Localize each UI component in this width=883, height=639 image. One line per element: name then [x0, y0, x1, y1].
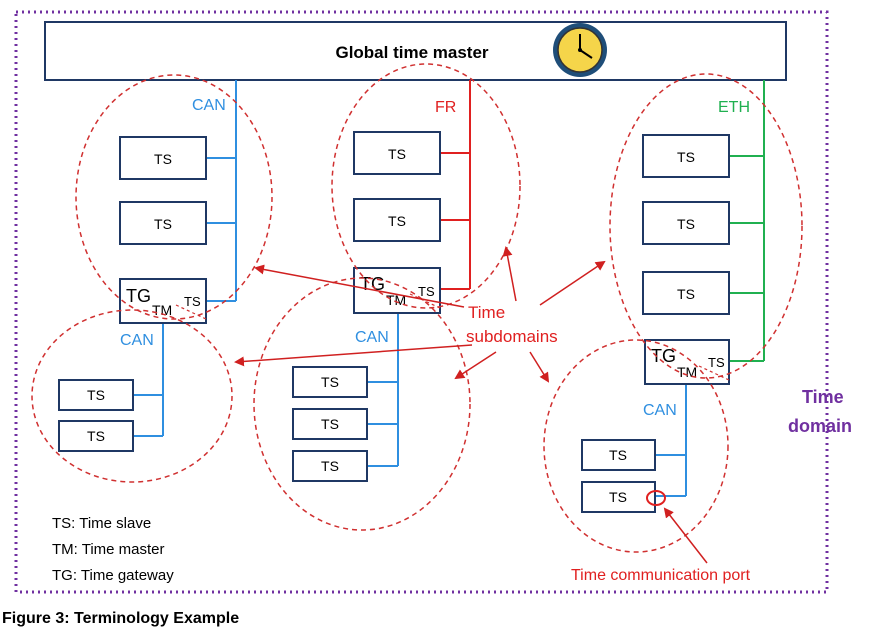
ts-node: TS	[353, 198, 441, 242]
ts-node: TS	[119, 136, 207, 180]
figure-caption: Figure 3: Terminology Example	[2, 610, 239, 627]
svg-text:TS: TS	[388, 213, 406, 229]
legend-ts: TS: Time slave	[52, 515, 151, 532]
svg-text:TS: TS	[609, 447, 627, 463]
subdomain-ellipse	[75, 74, 273, 320]
time-domain-label-2: domain	[788, 416, 852, 436]
svg-text:TS: TS	[677, 286, 695, 302]
ts-node: TS	[642, 271, 730, 315]
clock-icon	[553, 23, 607, 77]
legend-tm: TM: Time master	[52, 541, 165, 558]
subdomain-arrows	[234, 246, 708, 564]
time-subdomains	[31, 63, 803, 553]
subdomain-ellipse	[31, 309, 233, 483]
tg-gateway-left: TG TM TS	[119, 278, 207, 324]
global-time-master-label: Global time master	[335, 43, 488, 62]
time-subdomains-label: Time	[468, 303, 505, 322]
ts-node: TS	[292, 450, 368, 482]
bus-label-eth: ETH	[718, 99, 750, 116]
ts-node: TS	[353, 131, 441, 175]
bus-label-can-sub-mid: CAN	[355, 329, 389, 346]
bus-label-fr: FR	[435, 99, 456, 116]
ts-node: TS	[642, 134, 730, 178]
ts-node: TS	[581, 439, 656, 471]
ts-node: TS	[642, 201, 730, 245]
bus-label-can-sub-left: CAN	[120, 332, 154, 349]
subdomain-ellipse	[331, 63, 521, 309]
can-bus-sub-mid	[367, 314, 399, 467]
svg-text:TS: TS	[87, 387, 105, 403]
svg-text:TS: TS	[87, 428, 105, 444]
svg-text:TS: TS	[321, 458, 339, 474]
ts-node: TS	[119, 201, 207, 245]
svg-text:TS: TS	[677, 216, 695, 232]
svg-text:TS: TS	[677, 149, 695, 165]
time-domain-label: Time	[802, 387, 844, 407]
svg-text:TM: TM	[152, 302, 172, 318]
svg-text:TS: TS	[154, 216, 172, 232]
svg-text:TS: TS	[609, 489, 627, 505]
ts-node: TS	[58, 379, 134, 411]
time-subdomains-label-2: subdomains	[466, 327, 558, 346]
svg-text:TS: TS	[321, 374, 339, 390]
bus-label-can-left: CAN	[192, 97, 226, 114]
legend-tg: TG: Time gateway	[52, 567, 174, 584]
ts-node: TS	[292, 408, 368, 440]
svg-text:TG: TG	[651, 346, 676, 366]
bus-label-can-sub-right: CAN	[643, 402, 677, 419]
tg-gateway-right: TG TM TS	[644, 339, 730, 385]
ts-nodes: TS TS TS TS TS TS TS TS TS TS TS TS TS T…	[58, 131, 730, 513]
can-bus-sub-right	[655, 384, 687, 497]
legend: TS: Time slave TM: Time master TG: Time …	[52, 515, 174, 584]
ts-node: TS	[58, 420, 134, 452]
eth-bus	[729, 80, 765, 362]
svg-text:TS: TS	[184, 294, 201, 309]
subdomain-ellipse	[253, 277, 471, 531]
can-bus-left	[206, 80, 237, 302]
ts-node: TS	[292, 366, 368, 398]
svg-text:TS: TS	[321, 416, 339, 432]
fr-bus	[440, 80, 471, 290]
svg-text:TS: TS	[708, 355, 725, 370]
svg-text:TG: TG	[126, 286, 151, 306]
global-time-master-bar	[44, 21, 787, 81]
svg-text:TS: TS	[388, 146, 406, 162]
subdomain-ellipse	[609, 73, 803, 379]
svg-text:TM: TM	[386, 292, 406, 308]
time-comm-port-marker	[646, 490, 666, 506]
ts-node: TS	[581, 481, 656, 513]
time-comm-port-label: Time communication port	[571, 567, 751, 584]
tg-gateway-mid: TG TM TS	[353, 267, 441, 314]
subdomain-ellipse	[543, 339, 729, 553]
svg-text:TS: TS	[154, 151, 172, 167]
time-domain-border	[14, 10, 829, 594]
can-bus-sub-left	[133, 323, 164, 437]
svg-text:TS: TS	[418, 284, 435, 299]
